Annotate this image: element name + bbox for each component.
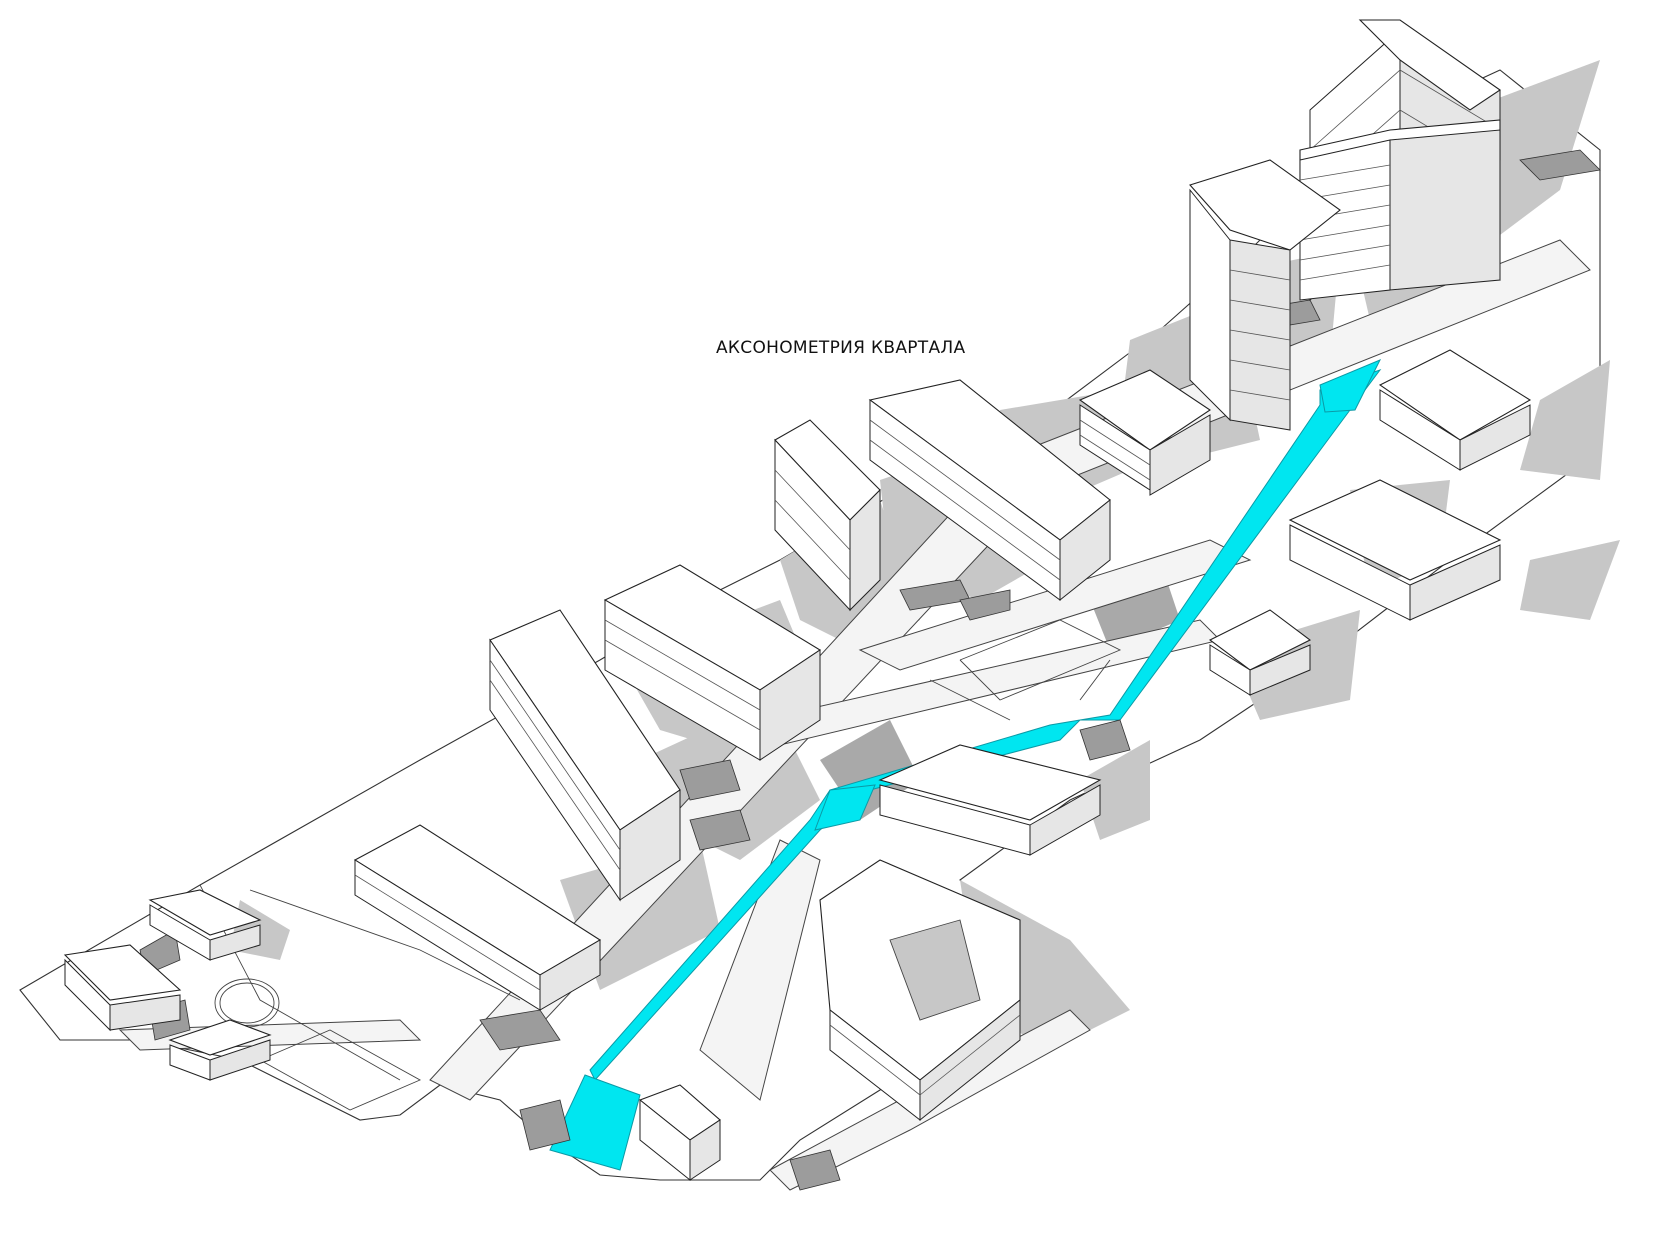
block-n-upper	[1189, 159, 1341, 431]
block-center-narrow	[774, 419, 881, 612]
block-west-tall	[489, 609, 681, 902]
block-e-upper	[1378, 349, 1532, 471]
canal-pool-north	[1319, 359, 1382, 413]
block-se-low	[878, 744, 1102, 856]
block-ne-lower	[1299, 119, 1501, 301]
block-n-lower	[1078, 369, 1211, 496]
canal-pool-middle	[814, 784, 876, 831]
pavilion-west-2	[63, 944, 182, 1032]
pavilion-west-1	[148, 889, 262, 961]
round-plaza-inner	[219, 982, 275, 1024]
pavilion-west-3	[168, 1019, 272, 1081]
canal-main	[589, 369, 1382, 1081]
drawing-title: АКСОНОМЕТРИЯ КВАРТАЛА	[716, 338, 966, 358]
sport-field	[259, 1029, 422, 1111]
block-courtyard-south	[819, 859, 1021, 1122]
block-sw-low	[353, 824, 602, 1011]
block-e-small	[1208, 609, 1312, 696]
block-e-middle	[1288, 479, 1502, 621]
canal	[549, 359, 1382, 1171]
block-center-large	[868, 379, 1111, 602]
block-center-west	[603, 564, 822, 761]
block-south-small	[638, 1084, 721, 1182]
